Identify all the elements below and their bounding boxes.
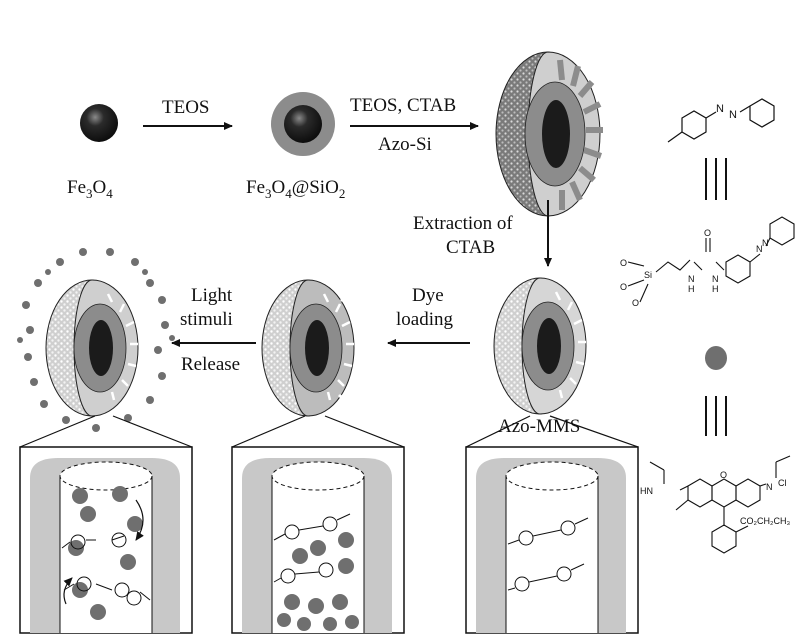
azo-mms-label: Azo-MMS <box>498 416 580 437</box>
silane-o-1: O <box>620 258 627 268</box>
silane-carbonyl-o: O <box>704 228 711 238</box>
dye-hn: HN <box>640 486 653 496</box>
dye-ester: CO₂CH₂CH₃ <box>740 516 790 526</box>
azobenzene-structure <box>667 98 775 143</box>
silane-azo-n-1: N <box>756 244 763 254</box>
rhodamine-dye-structure <box>649 455 791 554</box>
fe3o4-sio2-label: Fe3O4@SiO2 <box>246 177 345 201</box>
dye-n-plus: N <box>766 482 773 492</box>
azo-n-label-2: N <box>729 109 737 121</box>
silane-o-2: O <box>620 282 627 292</box>
silane-si: Si <box>644 270 652 280</box>
pore-box-dye-loaded <box>231 415 405 634</box>
dye-ring-o: O <box>720 470 727 480</box>
fe3o4-label: Fe3O4 <box>67 177 113 201</box>
light-label-2: stimuli <box>180 309 233 330</box>
silane-nh-h-2: H <box>712 284 719 294</box>
equivalence-lines-2 <box>705 396 727 436</box>
release-particle <box>45 279 139 417</box>
dye-legend-ball <box>705 346 727 370</box>
pore-box-azo-mms <box>465 415 639 634</box>
silane-nh-h-1: H <box>688 284 695 294</box>
released-dye-dots <box>17 248 175 432</box>
dye-loading-label-1: Dye <box>412 285 444 306</box>
azo-silane-structure <box>627 216 795 303</box>
extraction-label-2: CTAB <box>446 237 495 258</box>
ctab-template-particle <box>495 51 603 217</box>
teos-label: TEOS <box>162 97 210 118</box>
release-label: Release <box>181 354 240 375</box>
teos-ctab-label: TEOS, CTAB <box>350 95 456 116</box>
silane-azo-n-2: N <box>762 238 769 248</box>
azo-n-label-1: N <box>716 103 724 115</box>
dye-cl: Cl <box>778 478 787 488</box>
fe3o4-sio2-particle <box>271 92 335 156</box>
equivalence-lines-1 <box>705 158 727 200</box>
dye-loading-label-2: loading <box>396 309 453 330</box>
silane-nh-n-2: N <box>712 274 719 284</box>
azo-mms-particle <box>493 277 587 415</box>
extraction-label-1: Extraction of <box>413 213 513 234</box>
azo-si-label: Azo-Si <box>378 134 432 155</box>
pore-box-release <box>19 415 193 634</box>
dye-loaded-particle <box>261 279 362 417</box>
silane-nh-n-1: N <box>688 274 695 284</box>
light-label-1: Light <box>191 285 233 306</box>
silane-o-3: O <box>632 298 639 308</box>
fe3o4-particle <box>80 104 118 142</box>
